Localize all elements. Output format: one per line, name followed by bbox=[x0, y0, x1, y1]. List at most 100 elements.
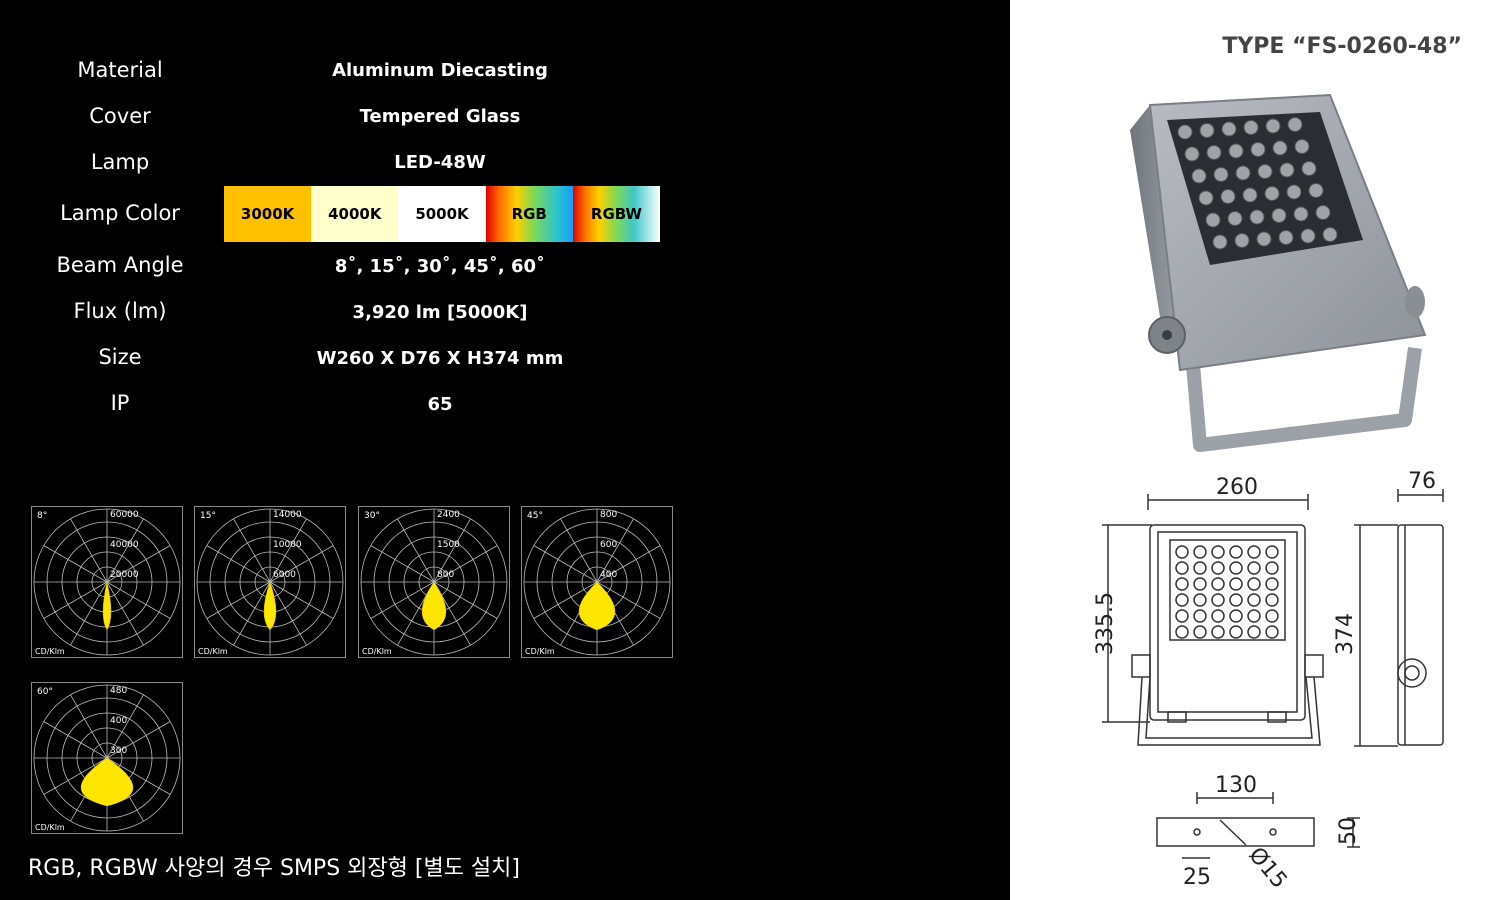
polar-spoke bbox=[106, 545, 171, 583]
drawing-led bbox=[1247, 577, 1261, 591]
spec-label-beam-angle: Beam Angle bbox=[56, 253, 184, 277]
drawing-led bbox=[1247, 609, 1261, 623]
polar-spoke bbox=[70, 518, 108, 583]
polar-spoke bbox=[43, 721, 108, 759]
product-panel: TYPE “FS-0260-48” bbox=[1010, 0, 1500, 900]
drawing-led bbox=[1211, 609, 1225, 623]
polar-spoke bbox=[533, 545, 598, 583]
polar-spoke bbox=[233, 581, 271, 646]
led bbox=[1308, 183, 1324, 198]
polar-spoke bbox=[269, 518, 307, 583]
led bbox=[1250, 142, 1266, 157]
polar-ring-label: 10000 bbox=[273, 540, 302, 550]
polar-lobe bbox=[421, 581, 447, 631]
swatch-4000k: 4000K bbox=[311, 186, 399, 242]
led bbox=[1272, 140, 1288, 156]
dim-height-side: 374 bbox=[1333, 613, 1358, 655]
spec-label-size: Size bbox=[98, 345, 142, 369]
polar-spoke bbox=[370, 581, 435, 619]
led bbox=[1279, 162, 1295, 178]
led bbox=[1220, 189, 1236, 204]
drawing-led bbox=[1211, 545, 1225, 559]
spec-label-ip: IP bbox=[110, 391, 130, 415]
led bbox=[1286, 184, 1302, 200]
polar-spoke bbox=[596, 581, 661, 619]
polar-ring-label: 600 bbox=[600, 540, 617, 550]
led bbox=[1315, 205, 1331, 220]
polar-lobe bbox=[102, 581, 112, 631]
polar-ring-label: 20000 bbox=[110, 570, 139, 580]
drawing-led bbox=[1229, 561, 1243, 575]
floodlight-image bbox=[1130, 93, 1427, 452]
polar-ring-label: 300 bbox=[110, 746, 127, 756]
polar-angle-label: 60° bbox=[37, 687, 53, 697]
polar-spoke bbox=[70, 581, 108, 646]
drawing-led bbox=[1175, 593, 1189, 607]
type-title: TYPE “FS-0260-48” bbox=[1222, 34, 1462, 59]
dim-height-front: 335.5 bbox=[1093, 592, 1118, 655]
polar-ring-label: 800 bbox=[437, 570, 454, 580]
polar-spoke bbox=[43, 545, 108, 583]
drawing-led bbox=[1265, 577, 1279, 591]
spec-value-ip: 65 bbox=[427, 394, 453, 415]
drawing-led bbox=[1193, 625, 1207, 639]
spec-label-flux: Flux (lm) bbox=[73, 299, 167, 323]
polar-unit-label: CD/Klm bbox=[35, 647, 65, 656]
polar-spoke bbox=[433, 545, 498, 583]
drawing-led bbox=[1229, 593, 1243, 607]
polar-ring-label: 40000 bbox=[110, 540, 139, 550]
lamp-color-swatches: 3000K 4000K 5000K RGB RGBW bbox=[224, 186, 661, 242]
spec-label-lamp: Lamp bbox=[90, 150, 150, 174]
polar-spoke bbox=[397, 518, 435, 583]
led bbox=[1234, 233, 1250, 248]
swatch-rgbw: RGBW bbox=[572, 186, 661, 242]
dimension-drawing: 260 76 335.5 374 130 50 25 Ø15 bbox=[1093, 470, 1444, 890]
drawing-led bbox=[1175, 545, 1189, 559]
polar-ring-label: 6000 bbox=[273, 570, 296, 580]
drawing-led bbox=[1175, 625, 1189, 639]
spec-label-material: Material bbox=[77, 58, 163, 82]
drawing-led bbox=[1265, 561, 1279, 575]
spec-value-cover: Tempered Glass bbox=[359, 106, 521, 127]
led bbox=[1198, 190, 1214, 206]
dim-width: 260 bbox=[1216, 475, 1258, 500]
polar-unit-label: CD/Klm bbox=[198, 647, 228, 656]
polar-spoke bbox=[206, 581, 271, 619]
polar-spoke bbox=[370, 545, 435, 583]
spec-value-size: W260 X D76 X H374 mm bbox=[316, 348, 564, 369]
polar-spoke bbox=[70, 694, 108, 759]
spec-panel: Material Aluminum Diecasting Cover Tempe… bbox=[0, 0, 1010, 900]
drawing-led bbox=[1211, 593, 1225, 607]
polar-spoke bbox=[206, 545, 271, 583]
led bbox=[1294, 139, 1310, 154]
led bbox=[1322, 227, 1338, 242]
led bbox=[1287, 117, 1303, 132]
polar-angle-label: 30° bbox=[364, 511, 380, 521]
led-array bbox=[1177, 117, 1338, 250]
drawing-led bbox=[1211, 625, 1225, 639]
polar-spoke bbox=[106, 518, 144, 583]
led bbox=[1242, 187, 1258, 203]
led bbox=[1191, 168, 1207, 184]
polar-ring-label: 14000 bbox=[273, 510, 302, 520]
footnote: RGB, RGBW 사양의 경우 SMPS 외장형 [별도 설치] bbox=[28, 856, 520, 881]
swatch-3000k: 3000K bbox=[224, 186, 312, 242]
led bbox=[1227, 211, 1243, 226]
polar-lobe bbox=[80, 757, 134, 807]
polar-ring-label: 400 bbox=[600, 570, 617, 580]
polar-spoke bbox=[596, 545, 661, 583]
led bbox=[1228, 143, 1244, 159]
dim-hole-dia: Ø15 bbox=[1243, 843, 1291, 890]
led bbox=[1213, 167, 1229, 182]
drawing-led bbox=[1247, 561, 1261, 575]
polar-spoke bbox=[433, 581, 498, 619]
drawing-led bbox=[1193, 561, 1207, 575]
polar-unit-label: CD/Klm bbox=[525, 647, 555, 656]
polar-spoke bbox=[233, 518, 271, 583]
led bbox=[1265, 118, 1281, 134]
drawing-led bbox=[1229, 545, 1243, 559]
